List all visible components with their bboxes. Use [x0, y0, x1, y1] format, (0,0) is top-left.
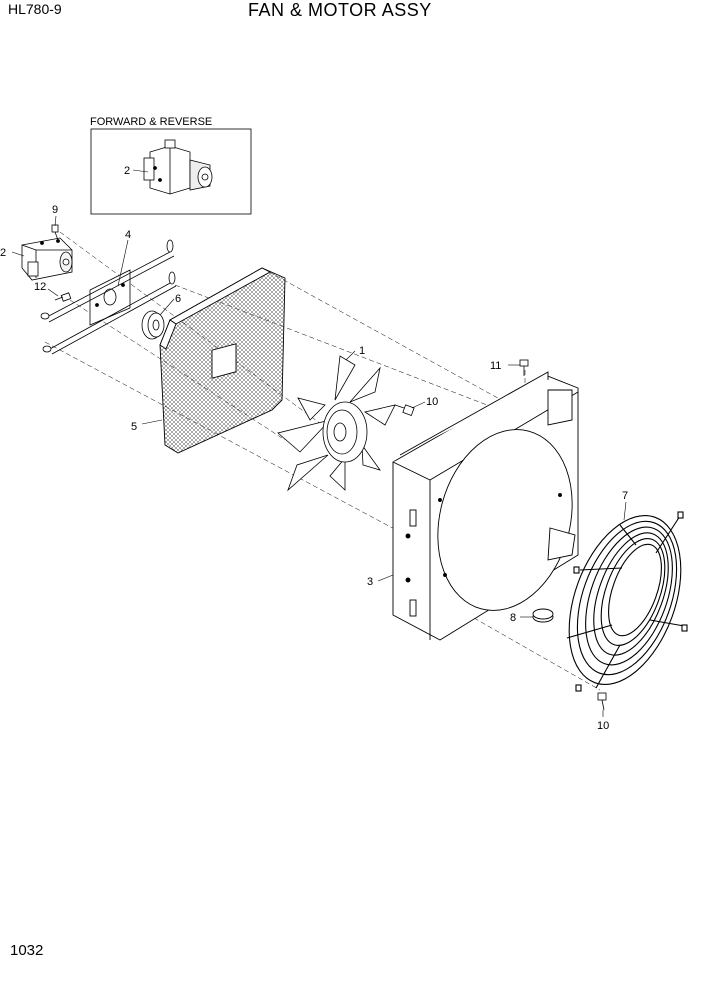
callout-10-fan: 10	[426, 396, 438, 408]
callout-labels: 1 2 3 4 5 6 7 8 9 10 10 11 12	[0, 204, 628, 732]
grommet-drawing	[532, 608, 554, 623]
callout-11: 11	[490, 360, 501, 372]
callout-7: 7	[622, 490, 628, 502]
page-title: FAN & MOTOR ASSY	[248, 0, 432, 20]
callout-6: 6	[175, 293, 181, 305]
callout-12: 12	[34, 281, 46, 293]
bolt-11-drawing	[519, 359, 529, 376]
fan-drawing	[277, 355, 396, 492]
callout-9: 9	[52, 204, 58, 216]
bolt-12-drawing	[54, 292, 72, 302]
bolt-10-guard-drawing	[597, 692, 607, 711]
callout-10-guard: 10	[597, 720, 609, 732]
model-code: HL780-9	[8, 1, 62, 17]
callout-2: 2	[0, 247, 6, 259]
bolt-10-fan-drawing	[394, 404, 415, 416]
forward-reverse-inset: FORWARD & REVERSE 2	[90, 116, 252, 215]
inset-label: FORWARD & REVERSE	[90, 116, 212, 128]
callout-5: 5	[131, 421, 137, 433]
leader-lines	[11, 215, 627, 717]
callout-4: 4	[125, 229, 131, 241]
callout-8: 8	[510, 612, 516, 624]
inset-callout-2: 2	[124, 165, 130, 177]
hub-adapter-drawing	[141, 310, 165, 340]
hydraulic-motor	[21, 237, 73, 281]
callout-3: 3	[367, 576, 373, 588]
bolt-9-drawing	[51, 224, 59, 241]
inset-motor-drawing	[143, 139, 213, 195]
guard-panel-drawing	[159, 267, 286, 454]
fan-guard-drawing	[566, 511, 688, 692]
fan-shroud-drawing	[392, 371, 579, 641]
callout-1: 1	[359, 345, 365, 357]
motor-bracket	[40, 239, 177, 355]
page-number: 1032	[10, 942, 44, 959]
inset-frame	[90, 128, 252, 215]
